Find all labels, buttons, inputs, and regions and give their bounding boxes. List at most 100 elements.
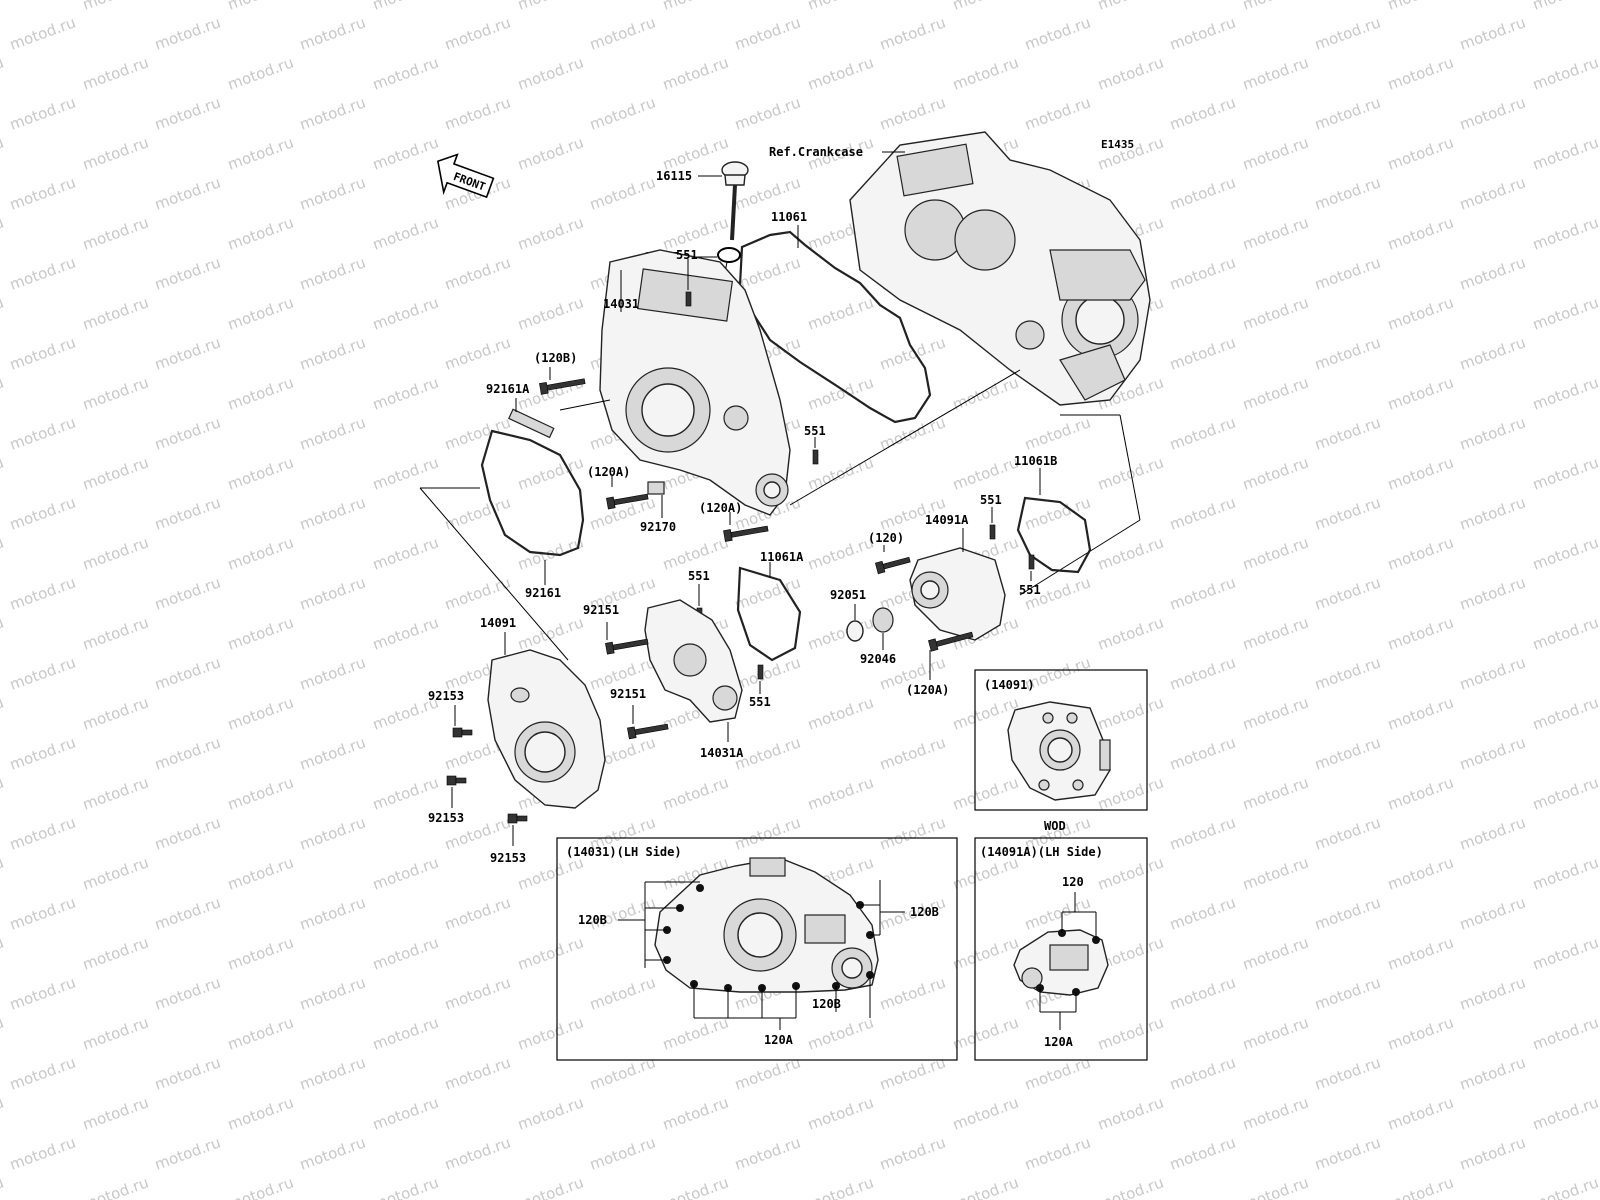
watermark-text: motod.ru bbox=[152, 93, 223, 133]
watermark-text: motod.ru bbox=[1240, 613, 1311, 653]
watermark-text: motod.ru bbox=[587, 173, 658, 213]
seal-92051 bbox=[846, 620, 864, 642]
bearing-92046 bbox=[872, 607, 894, 633]
label-551-e: 551 bbox=[688, 569, 710, 583]
watermark-text: motod.ru bbox=[80, 1173, 151, 1200]
watermark-text: motod.ru bbox=[0, 693, 6, 733]
watermark-text: motod.ru bbox=[950, 933, 1021, 973]
watermark-text: motod.ru bbox=[877, 1053, 948, 1093]
watermark-text: motod.ru bbox=[7, 813, 78, 853]
watermark-text: motod.ru bbox=[877, 1133, 948, 1173]
watermark-text: motod.ru bbox=[660, 773, 731, 813]
label-92153-a: 92153 bbox=[428, 689, 464, 703]
inset-14031-label-120b-bottom: 120B bbox=[812, 997, 841, 1011]
watermark-text: motod.ru bbox=[877, 973, 948, 1013]
watermark-text: motod.ru bbox=[1530, 133, 1600, 173]
watermark-text: motod.ru bbox=[805, 0, 876, 14]
watermark-text: motod.ru bbox=[950, 853, 1021, 893]
watermark-text: motod.ru bbox=[1095, 1013, 1166, 1053]
bolt-92151-b bbox=[627, 723, 669, 740]
watermark-text: motod.ru bbox=[660, 1093, 731, 1133]
watermark-text: motod.ru bbox=[1240, 533, 1311, 573]
watermark-text: motod.ru bbox=[732, 1053, 803, 1093]
watermark-text: motod.ru bbox=[1167, 1133, 1238, 1173]
watermark-text: motod.ru bbox=[1385, 613, 1456, 653]
watermark-text: motod.ru bbox=[0, 773, 6, 813]
inset-wod-title: (14091) bbox=[984, 678, 1035, 692]
clamp-92170 bbox=[647, 481, 665, 495]
label-551-d: 551 bbox=[1019, 583, 1041, 597]
watermark-text: motod.ru bbox=[805, 373, 876, 413]
watermark-text: motod.ru bbox=[442, 893, 513, 933]
watermark-text: motod.ru bbox=[1385, 933, 1456, 973]
watermark-text: motod.ru bbox=[587, 93, 658, 133]
bolt-92153-b bbox=[446, 775, 467, 786]
gasket-11061b bbox=[1016, 496, 1092, 574]
o-ring-92055 bbox=[717, 247, 741, 263]
watermark-text: motod.ru bbox=[80, 933, 151, 973]
label-551-f: 551 bbox=[749, 695, 771, 709]
watermark-text: motod.ru bbox=[1385, 693, 1456, 733]
watermark-text: motod.ru bbox=[1167, 13, 1238, 53]
watermark-text: motod.ru bbox=[0, 1093, 6, 1133]
label-92151-a: 92151 bbox=[583, 603, 619, 617]
watermark-text: motod.ru bbox=[1095, 693, 1166, 733]
watermark-text: motod.ru bbox=[370, 133, 441, 173]
watermark-text: motod.ru bbox=[442, 1053, 513, 1093]
watermark-text: motod.ru bbox=[1457, 573, 1528, 613]
inset-14031-label-120b-left: 120B bbox=[578, 913, 607, 927]
watermark-text: motod.ru bbox=[1530, 613, 1600, 653]
label-92170: 92170 bbox=[640, 520, 676, 534]
watermark-text: motod.ru bbox=[1240, 1173, 1311, 1200]
watermark-text: motod.ru bbox=[7, 1053, 78, 1093]
watermark-text: motod.ru bbox=[370, 773, 441, 813]
watermark-text: motod.ru bbox=[1385, 453, 1456, 493]
watermark-text: motod.ru bbox=[1530, 933, 1600, 973]
watermark-text: motod.ru bbox=[1167, 573, 1238, 613]
label-120a-b: (120A) bbox=[699, 501, 742, 515]
watermark-text: motod.ru bbox=[1167, 493, 1238, 533]
watermark-text: motod.ru bbox=[1385, 373, 1456, 413]
watermark-text: motod.ru bbox=[1312, 13, 1383, 53]
label-11061b: 11061B bbox=[1014, 454, 1057, 468]
watermark-text: motod.ru bbox=[80, 1093, 151, 1133]
watermark-text: motod.ru bbox=[1530, 1173, 1600, 1200]
bolt-120a-c bbox=[928, 631, 974, 652]
watermark-text: motod.ru bbox=[1095, 53, 1166, 93]
watermark-text: motod.ru bbox=[152, 653, 223, 693]
watermark-text: motod.ru bbox=[1167, 253, 1238, 293]
watermark-text: motod.ru bbox=[1240, 933, 1311, 973]
watermark-text: motod.ru bbox=[152, 13, 223, 53]
watermark-text: motod.ru bbox=[1530, 453, 1600, 493]
watermark-text: motod.ru bbox=[80, 613, 151, 653]
watermark-text: motod.ru bbox=[732, 13, 803, 53]
watermark-text: motod.ru bbox=[950, 1013, 1021, 1053]
watermark-text: motod.ru bbox=[1167, 973, 1238, 1013]
watermark-text: motod.ru bbox=[225, 933, 296, 973]
watermark-text: motod.ru bbox=[660, 0, 731, 14]
watermark-text: motod.ru bbox=[1240, 53, 1311, 93]
watermark-text: motod.ru bbox=[805, 693, 876, 733]
watermark-text: motod.ru bbox=[950, 773, 1021, 813]
inset-wod: (14091) WOD bbox=[974, 669, 1148, 833]
watermark-text: motod.ru bbox=[1530, 1093, 1600, 1133]
engine-cover-14031 bbox=[599, 249, 791, 516]
watermark-text: motod.ru bbox=[1095, 0, 1166, 14]
watermark-text: motod.ru bbox=[660, 133, 731, 173]
watermark-text: motod.ru bbox=[1095, 453, 1166, 493]
watermark-text: motod.ru bbox=[152, 893, 223, 933]
dowel-551-d bbox=[1028, 554, 1035, 570]
watermark-text: motod.ru bbox=[297, 1133, 368, 1173]
label-16115: 16115 bbox=[656, 169, 692, 183]
watermark-text: motod.ru bbox=[7, 13, 78, 53]
watermark-text: motod.ru bbox=[1457, 653, 1528, 693]
watermark-text: motod.ru bbox=[1457, 733, 1528, 773]
label-120: (120) bbox=[868, 531, 904, 545]
watermark-text: motod.ru bbox=[1240, 373, 1311, 413]
watermark-text: motod.ru bbox=[805, 773, 876, 813]
watermark-text: motod.ru bbox=[0, 1013, 6, 1053]
watermark-text: motod.ru bbox=[80, 1013, 151, 1053]
watermark-text: motod.ru bbox=[442, 13, 513, 53]
watermark-text: motod.ru bbox=[1457, 493, 1528, 533]
